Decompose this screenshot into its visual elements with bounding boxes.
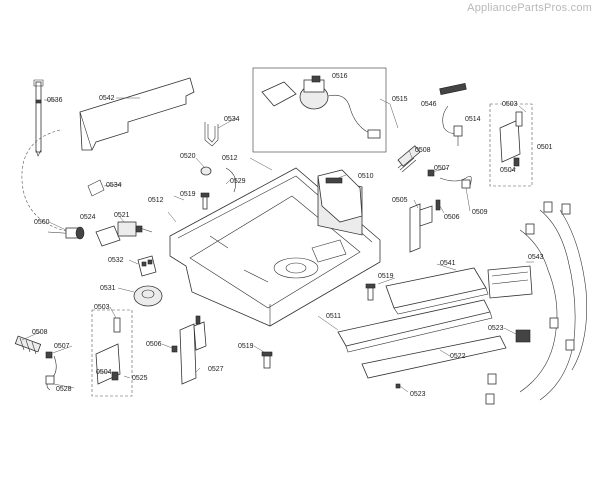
callout-0542: 0542 [99, 95, 115, 102]
part-0506-lower [171, 345, 178, 353]
callout-0523: 0523 [410, 391, 426, 398]
callout-0525: 0525 [132, 375, 148, 382]
callout-0505: 0505 [392, 197, 408, 204]
callout-0503: 0503 [502, 101, 518, 108]
callout-0516: 0516 [332, 73, 348, 80]
callout-0521: 0521 [114, 212, 130, 219]
part-0523-screw-lower [395, 383, 401, 389]
callout-0541: 0541 [440, 260, 456, 267]
watermark: AppliancePartsPros.com [467, 2, 592, 14]
part-0546-harness [439, 83, 467, 134]
callout-0504: 0504 [96, 369, 112, 376]
part-0519-screw-lower [261, 351, 273, 369]
callout-0543: 0543 [528, 254, 544, 261]
part-0521-valve-assembly [95, 221, 153, 247]
part-0522-panel [361, 335, 507, 379]
callout-0507: 0507 [54, 343, 70, 350]
part-0525-bracket-group [91, 309, 133, 397]
callout-0514: 0514 [465, 116, 481, 123]
part-0527-bracket [179, 315, 207, 385]
part-0511-panel [337, 299, 493, 353]
part-0531-disc [133, 285, 163, 307]
part-0501-bracket-group [489, 103, 533, 187]
callout-0515: 0515 [392, 96, 408, 103]
part-0514-sensor [453, 125, 463, 146]
callout-0534: 0534 [224, 116, 240, 123]
part-0529-hose [225, 167, 237, 193]
callout-0536: 0536 [47, 97, 63, 104]
callout-0528: 0528 [56, 386, 72, 393]
callout-0512: 0512 [148, 197, 164, 204]
callout-0508: 0508 [415, 147, 431, 154]
callout-0510: 0510 [358, 173, 374, 180]
callout-0529: 0529 [230, 178, 246, 185]
part-0541-panel [385, 267, 489, 315]
part-0507-upper [427, 169, 435, 177]
callout-0520: 0520 [180, 153, 196, 160]
callout-0524: 0524 [80, 214, 96, 221]
part-0534-clip-upper [204, 122, 219, 147]
callout-0519: 0519 [180, 191, 196, 198]
callout-0512: 0512 [222, 155, 238, 162]
callout-0506: 0506 [146, 341, 162, 348]
part-0520-ring [200, 166, 212, 176]
part-0519-screw-middle [365, 283, 376, 301]
callout-0534: 0534 [106, 182, 122, 189]
leader-lines [21, 97, 534, 393]
callout-0522: 0522 [450, 353, 466, 360]
callout-labels: 0536 0542 0534 0516 0515 0546 0503 0501 … [32, 73, 553, 398]
part-0508-spring-upper [397, 145, 421, 173]
callout-0519: 0519 [378, 273, 394, 280]
part-0509-wire [439, 175, 472, 189]
callout-0504: 0504 [500, 167, 516, 174]
callout-0546: 0546 [421, 101, 437, 108]
callout-0519: 0519 [238, 343, 254, 350]
callout-0531: 0531 [100, 285, 116, 292]
callout-0527: 0527 [208, 366, 224, 373]
callout-0532: 0532 [108, 257, 124, 264]
callout-0511: 0511 [326, 313, 341, 320]
callout-0508: 0508 [32, 329, 48, 336]
callout-0560: 0560 [34, 219, 50, 226]
part-0528-wire [45, 355, 57, 391]
callout-0523: 0523 [488, 325, 504, 332]
part-0532-module [137, 255, 157, 277]
callout-0506: 0506 [444, 214, 460, 221]
part-0543-harness [485, 201, 588, 405]
part-0510-holder [317, 169, 363, 223]
part-0505-bracket [409, 199, 441, 253]
callout-0501: 0501 [537, 144, 553, 151]
part-0507-lower [45, 351, 53, 359]
part-0560-connector [47, 226, 85, 240]
callout-0503: 0503 [94, 304, 110, 311]
hose-path-left [21, 129, 71, 233]
part-0519-screw-upper [200, 192, 210, 210]
part-0534-clip-lower [87, 179, 105, 197]
part-0542-bar [79, 77, 195, 151]
part-0536-rod [33, 79, 44, 157]
part-0516-drain-pump-box [252, 67, 387, 153]
callout-0507: 0507 [434, 165, 450, 172]
part-0508-spring-lower [14, 335, 42, 355]
part-0523-connector-block [487, 265, 533, 343]
callout-0509: 0509 [472, 209, 488, 216]
